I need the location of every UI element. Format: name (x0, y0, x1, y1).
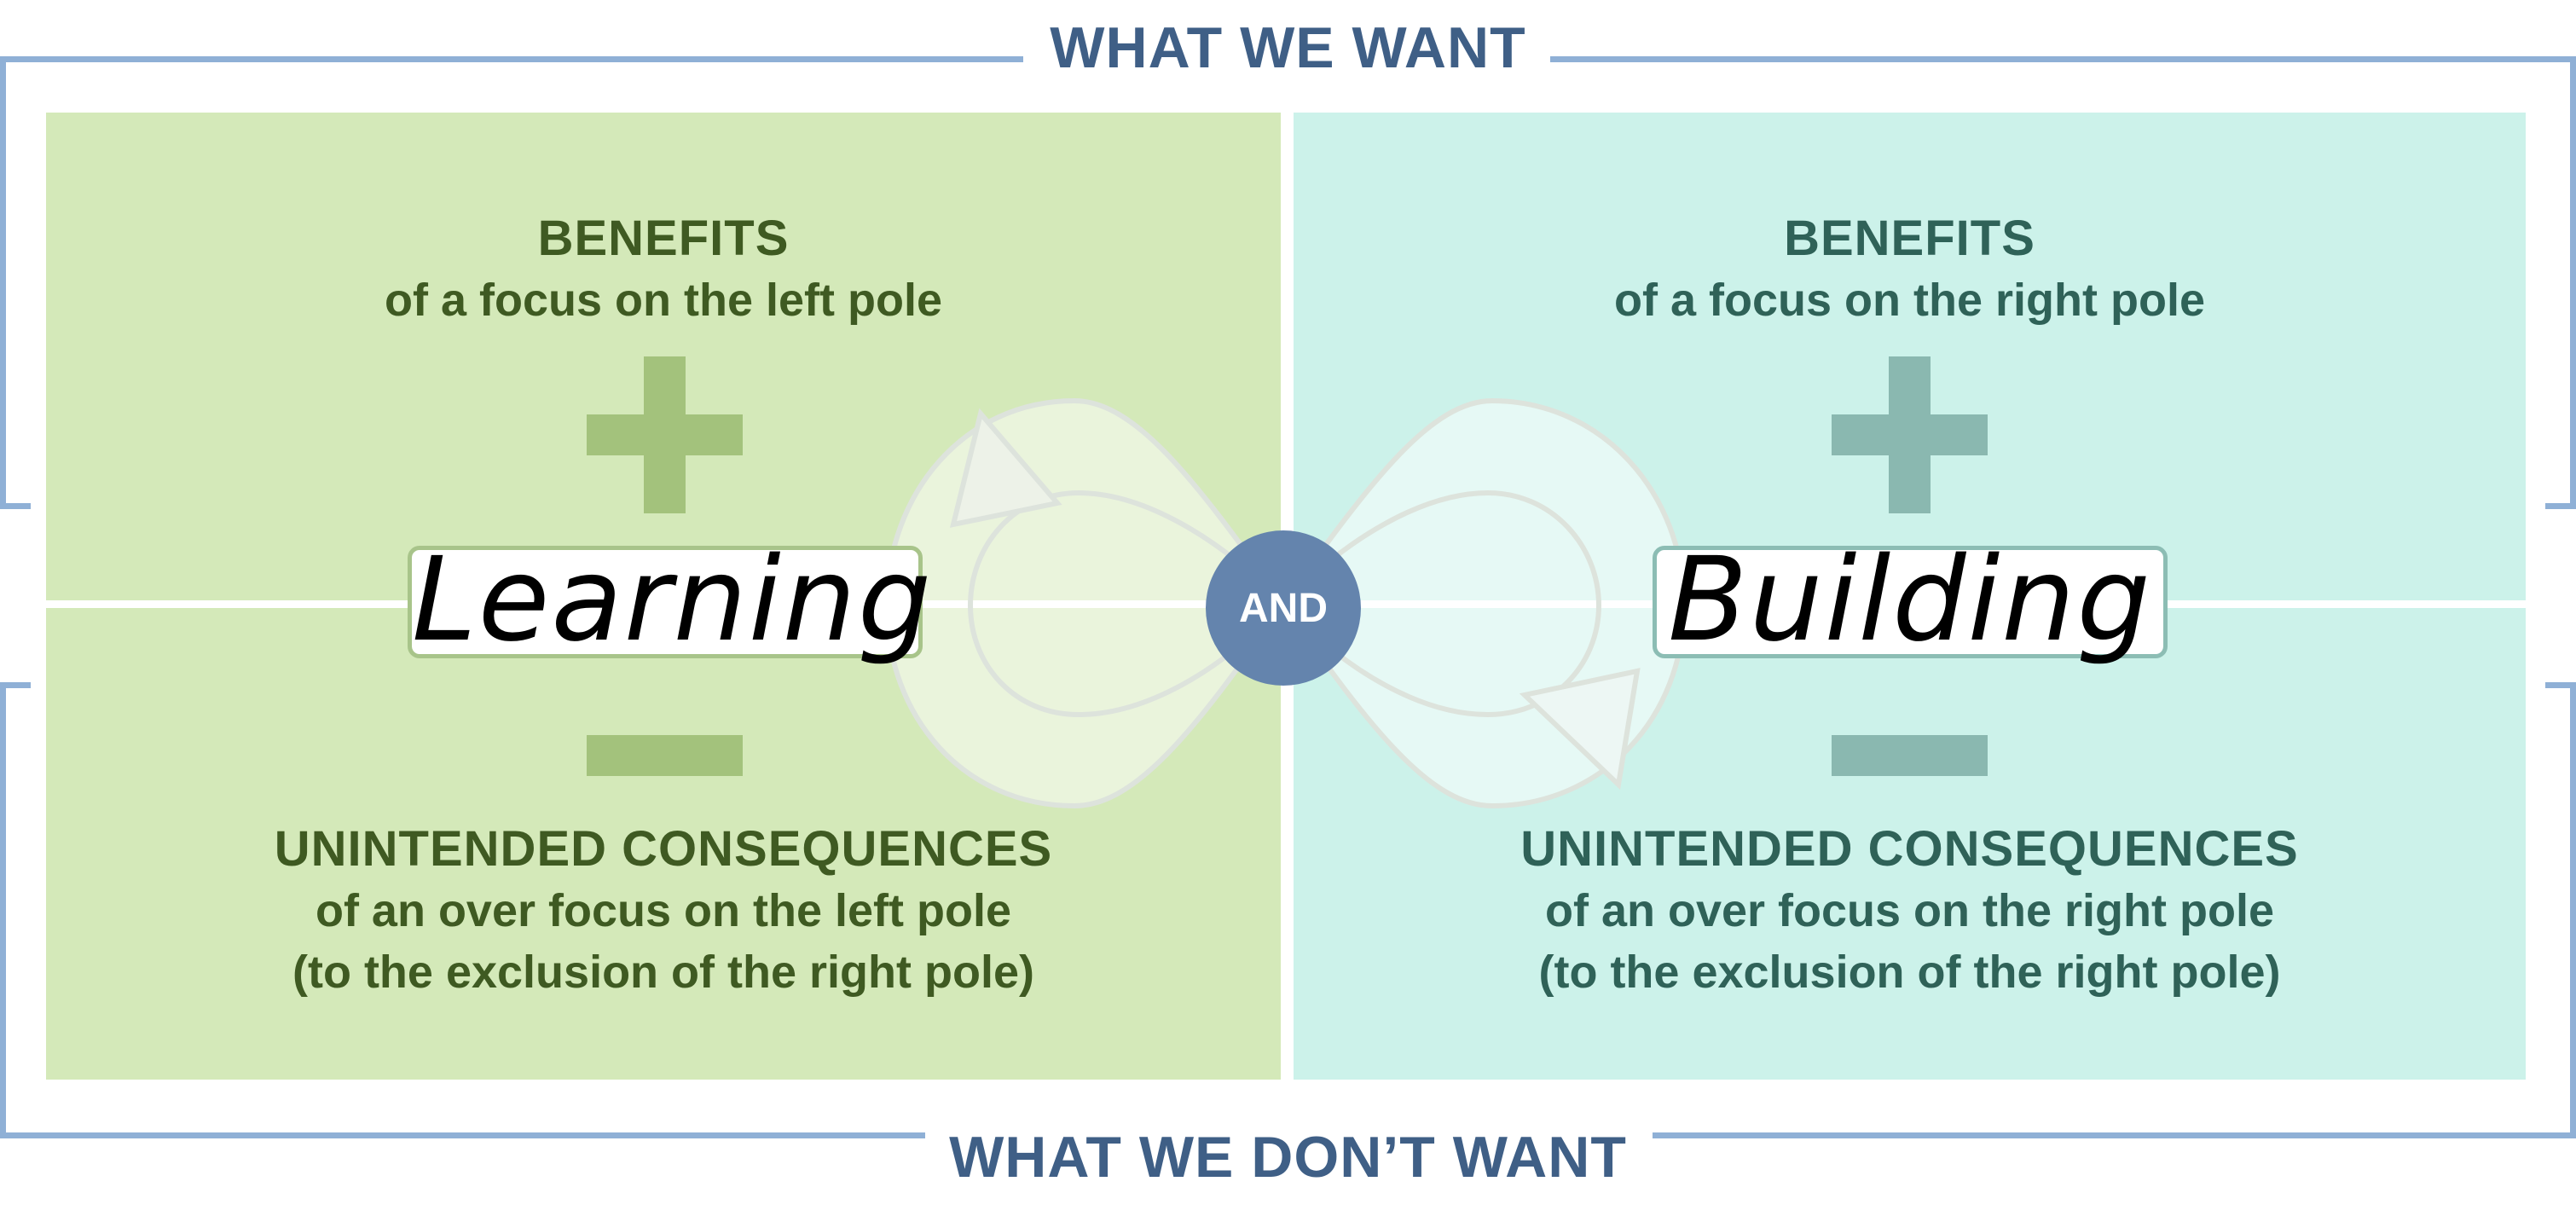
bottom-frame-label: WHAT WE DON’T WANT (0, 1123, 2576, 1191)
right-benefits-description: of a focus on the right pole (1614, 275, 2205, 326)
and-connector: AND (1206, 530, 1361, 686)
right-benefits-heading: BENEFITS (1784, 211, 2035, 266)
left-consequences: UNINTENDED CONSEQUENCES of an over focus… (46, 819, 1281, 1003)
left-consequences-line1: of an over focus on the left pole (315, 885, 1012, 936)
right-consequences-line1: of an over focus on the right pole (1544, 885, 2275, 936)
what-we-dont-want-label: WHAT WE DON’T WANT (925, 1125, 1651, 1190)
right-benefits: BENEFITS of a focus on the right pole (1294, 208, 2526, 331)
right-consequences: UNINTENDED CONSEQUENCES of an over focus… (1294, 819, 2526, 1003)
left-benefits-description: of a focus on the left pole (384, 275, 942, 326)
left-pole-name: Learning (408, 542, 931, 658)
left-minus-icon (587, 735, 743, 776)
top-frame-label: WHAT WE WANT (0, 14, 2576, 82)
left-benefits-heading: BENEFITS (537, 211, 790, 266)
left-plus-icon (587, 356, 743, 513)
left-consequences-heading: UNINTENDED CONSEQUENCES (274, 821, 1053, 877)
left-consequences-line2: (to the exclusion of the right pole) (292, 947, 1034, 998)
right-consequences-line2: (to the exclusion of the right pole) (1538, 947, 2281, 998)
right-consequences-heading: UNINTENDED CONSEQUENCES (1520, 821, 2299, 877)
right-pole-name: Building (1653, 542, 2168, 658)
right-minus-icon (1832, 735, 1988, 776)
left-benefits: BENEFITS of a focus on the left pole (46, 208, 1281, 331)
what-we-want-label: WHAT WE WANT (1026, 15, 1550, 80)
right-plus-icon (1832, 356, 1988, 513)
